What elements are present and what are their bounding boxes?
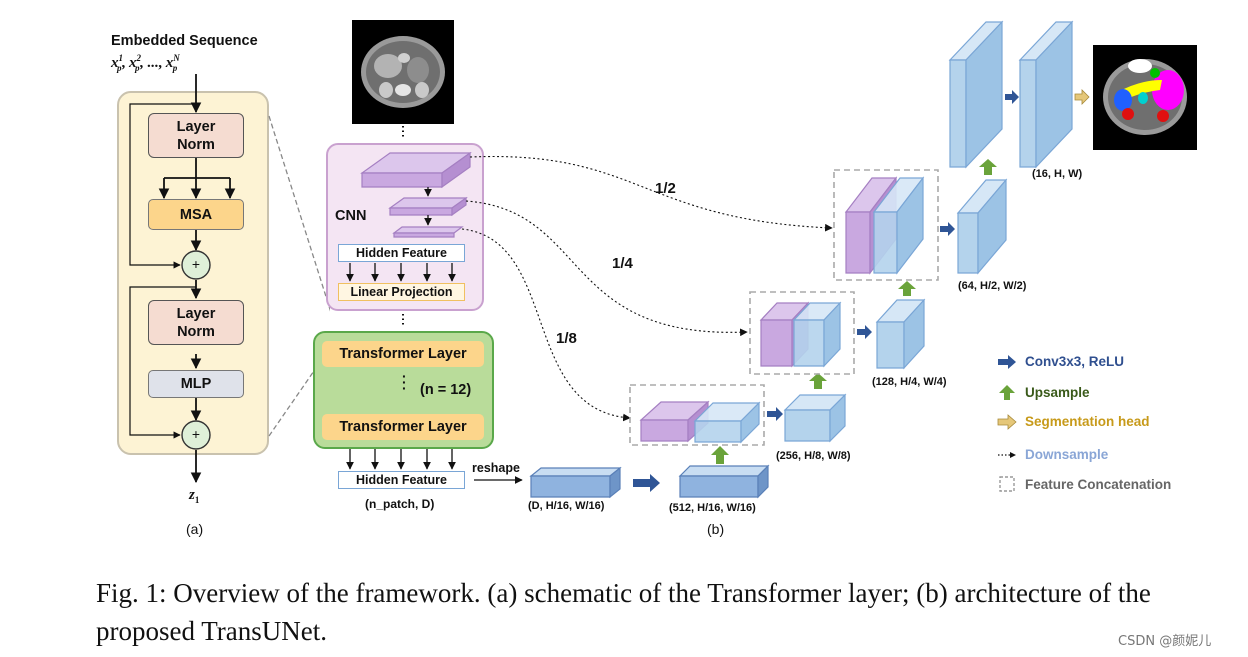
feature-block-128 bbox=[875, 298, 926, 370]
upsample-arrow-4 bbox=[979, 159, 997, 175]
upsample-arrow-2 bbox=[809, 373, 827, 389]
size-label-128: (128, H/4, W/4) bbox=[872, 376, 947, 388]
cnn-feature-slab-2 bbox=[388, 196, 468, 217]
transformer-layer-bottom: Transformer Layer bbox=[322, 414, 484, 440]
feature-block-64 bbox=[956, 178, 1008, 275]
arrow-right-icon bbox=[998, 355, 1016, 369]
conv-arrow-4 bbox=[940, 222, 955, 236]
output-z1: z1 bbox=[189, 487, 200, 505]
cnn-label: CNN bbox=[335, 208, 367, 224]
upsample-arrow-3 bbox=[898, 281, 916, 296]
arrow-right-outline-icon bbox=[997, 414, 1017, 430]
feature-block-16-b bbox=[1018, 20, 1074, 169]
legend-downsample: Downsample bbox=[1025, 447, 1109, 462]
size-label-256: (256, H/8, W/8) bbox=[776, 450, 851, 462]
n-patch-label: (n_patch, D) bbox=[365, 497, 435, 511]
architecture-graphics bbox=[346, 20, 1197, 499]
embedded-sequence-title: Embedded Sequence bbox=[111, 33, 258, 49]
skip-half-curve bbox=[469, 155, 833, 232]
hidden-feature-out-box: Hidden Feature bbox=[338, 471, 465, 489]
segmentation-output-image bbox=[1093, 45, 1197, 150]
skip-eighth-curve bbox=[461, 228, 631, 422]
skip-label-eighth: 1/8 bbox=[556, 330, 577, 347]
concat-eighth-blue bbox=[693, 401, 761, 444]
concat-half-blue bbox=[872, 176, 925, 275]
legend-seg-head: Segmentation head bbox=[1025, 414, 1150, 429]
dotted-arrow-icon bbox=[998, 452, 1016, 458]
feature-block-512 bbox=[678, 464, 770, 499]
watermark: CSDN @颜妮儿 bbox=[1118, 634, 1212, 649]
residual-add-1 bbox=[181, 250, 211, 280]
concat-quarter-blue bbox=[792, 301, 842, 368]
arrow-up-icon bbox=[999, 385, 1015, 400]
zoom-line-bottom bbox=[268, 346, 330, 437]
legend-conv: Conv3x3, ReLU bbox=[1025, 354, 1125, 369]
size-label-16: (16, H, W) bbox=[1032, 168, 1083, 180]
cnn-feature-slab-1 bbox=[360, 151, 472, 189]
concat-box-eighth bbox=[629, 384, 765, 446]
plus-sign-2: + bbox=[191, 426, 201, 442]
concat-box-quarter bbox=[749, 291, 855, 375]
size-label-64: (64, H/2, W/2) bbox=[958, 280, 1027, 292]
seg-head-arrow bbox=[1074, 89, 1090, 105]
n-layers-label: (n = 12) bbox=[420, 382, 472, 398]
ct-input-image bbox=[352, 20, 454, 124]
conv-arrow-2 bbox=[767, 407, 783, 421]
reshaped-feature-block bbox=[529, 466, 622, 499]
upsample-arrow-1 bbox=[711, 446, 729, 464]
legend-concat: Feature Concatenation bbox=[1025, 477, 1172, 492]
msa-block: MSA bbox=[148, 199, 244, 230]
skip-label-half: 1/2 bbox=[655, 180, 676, 197]
conv-arrow-5 bbox=[1005, 90, 1019, 104]
figure-caption: Fig. 1: Overview of the framework. (a) s… bbox=[96, 578, 1151, 646]
skip-quarter-curve bbox=[465, 200, 748, 337]
plus-sign-1: + bbox=[191, 256, 201, 272]
linear-projection-box: Linear Projection bbox=[338, 283, 465, 301]
vertical-ellipsis: ··· bbox=[402, 368, 407, 396]
concat-box-half bbox=[833, 169, 939, 281]
feature-block-16-a bbox=[948, 20, 1004, 169]
panel-b-label: (b) bbox=[707, 521, 725, 537]
skip-label-quarter: 1/4 bbox=[612, 255, 633, 272]
feature-block-256 bbox=[783, 393, 847, 443]
panel-a-connectors bbox=[129, 74, 330, 484]
zoom-line-top bbox=[268, 115, 330, 312]
panel-a-label: (a) bbox=[186, 521, 204, 537]
size-label-d: (D, H/16, W/16) bbox=[528, 500, 605, 512]
cnn-feature-slab-3 bbox=[392, 226, 464, 238]
dashed-square-icon bbox=[999, 476, 1015, 492]
size-label-512: (512, H/16, W/16) bbox=[669, 502, 756, 514]
embedded-sequence-formula: x1p, x2p, ..., xNp bbox=[111, 53, 180, 73]
residual-add-2 bbox=[181, 420, 211, 450]
transformer-layer-top: Transformer Layer bbox=[322, 341, 484, 367]
legend-upsample: Upsample bbox=[1025, 385, 1090, 400]
conv-arrow-1 bbox=[633, 474, 660, 492]
hidden-feature-box: Hidden Feature bbox=[338, 244, 465, 262]
reshape-label: reshape bbox=[472, 461, 520, 475]
mlp-block: MLP bbox=[148, 370, 244, 398]
conv-arrow-3 bbox=[857, 325, 872, 339]
